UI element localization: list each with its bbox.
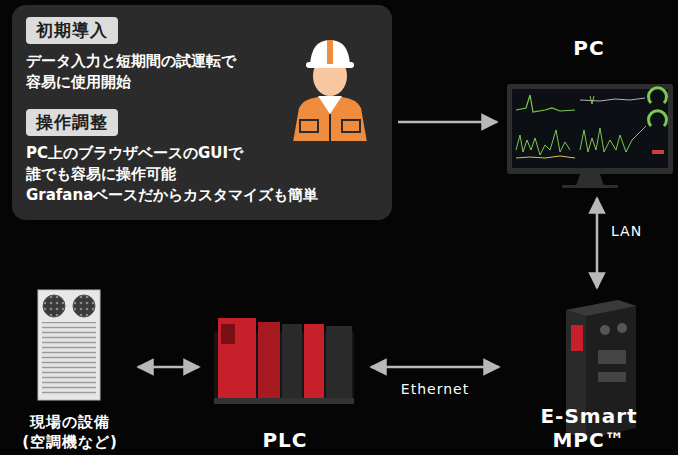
node-label: E-Smart MPC™ <box>505 404 673 452</box>
panel-background <box>12 5 392 220</box>
plc-illustration <box>214 318 354 404</box>
connector-arrow <box>371 366 499 369</box>
plc-node: PLC <box>205 310 365 452</box>
mpc-node: E-Smart MPC™ <box>505 294 673 452</box>
connector-arrow <box>138 366 199 369</box>
monitor-illustration <box>507 84 673 188</box>
section-body: データ入力と短期間の試運転で 容易に使用開始 <box>26 51 288 93</box>
connector-arrow <box>596 198 599 288</box>
section-body: PC上のブラウザベースのGUIで 誰でも容易に操作可能 Grafanaベースだか… <box>26 143 376 206</box>
node-label: 現場の設備 (空調機など) <box>8 413 132 452</box>
section-heading: 初期導入 <box>26 17 118 44</box>
node-label: PLC <box>262 428 307 452</box>
pc-node: PC <box>503 36 675 192</box>
node-label: PC <box>573 36 604 60</box>
info-panel: 初期導入データ入力と短期間の試運転で 容易に使用開始操作調整 PC上のブラウザベー… <box>12 5 392 220</box>
worker-illustration <box>292 40 368 142</box>
connector-arrow <box>398 121 497 124</box>
equipment-node: 現場の設備 (空調機など) <box>8 284 132 452</box>
air-conditioner-illustration <box>38 290 100 400</box>
section-heading: 操作調整 <box>26 109 118 136</box>
connector-label: LAN <box>608 223 645 239</box>
connector-label: Ethernet <box>398 381 472 397</box>
